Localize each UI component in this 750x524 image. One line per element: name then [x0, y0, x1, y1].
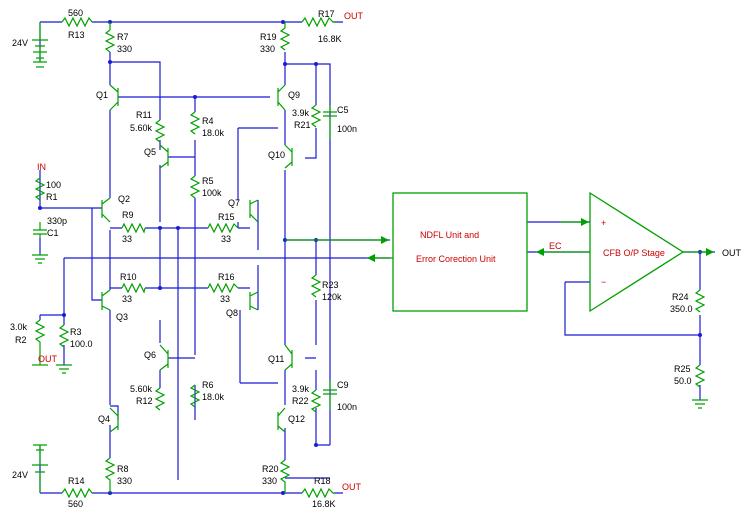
q7-label: Q7 — [228, 198, 240, 208]
minus-label: − — [601, 277, 606, 287]
q5-label: Q5 — [144, 147, 156, 157]
r5-val: 100k — [202, 188, 222, 198]
r3-ref: R3 — [70, 327, 82, 337]
q12-label: Q12 — [288, 414, 305, 424]
r8-val: 330 — [117, 476, 132, 486]
out-r17: OUT — [344, 11, 364, 21]
r22-val: 3.9k — [292, 384, 310, 394]
c1-ref: C1 — [47, 228, 59, 238]
q4-label: Q4 — [98, 414, 110, 424]
r8-ref: R8 — [117, 464, 129, 474]
plus-label: + — [601, 218, 606, 228]
r23-ref: R23 — [322, 280, 339, 290]
q1-label: Q1 — [96, 90, 108, 100]
r13-ref: R13 — [68, 30, 85, 40]
r11-ref: R11 — [136, 110, 152, 120]
out-main: OUT — [722, 248, 742, 258]
junction-dots — [38, 20, 702, 495]
battery-bottom — [32, 444, 48, 493]
r21-ref: R21 — [294, 120, 311, 130]
wires — [39, 21, 715, 494]
r9-ref: R9 — [122, 210, 134, 220]
r12-val: 5.60k — [130, 384, 153, 394]
r20-ref: R20 — [262, 464, 279, 474]
r10-ref: R10 — [120, 272, 137, 282]
out-r18: OUT — [342, 482, 362, 492]
r6-ref: R6 — [202, 380, 214, 390]
r14-val: 560 — [68, 499, 83, 509]
r17-ref: R17 — [318, 9, 335, 19]
q3-label: Q3 — [116, 312, 128, 322]
c5-val: 100n — [337, 124, 357, 134]
c1-val: 330p — [47, 216, 67, 226]
r18-ref: R18 — [314, 476, 331, 486]
r24-val: 350.0 — [670, 304, 693, 314]
r15-val: 33 — [221, 234, 231, 244]
q10-label: Q10 — [268, 150, 285, 160]
r1-ref: R1 — [46, 192, 58, 202]
r2-val: 3.0k — [10, 322, 28, 332]
c9-val: 100n — [337, 402, 357, 412]
r19-ref: R19 — [260, 32, 277, 42]
ndfl-unit-box — [392, 192, 528, 312]
q8-label: Q8 — [226, 308, 238, 318]
q6-label: Q6 — [144, 350, 156, 360]
q11-label: Q11 — [268, 354, 284, 364]
v-bot: 24V — [12, 470, 28, 480]
r13-val: 560 — [68, 8, 83, 18]
ndfl-line1: NDFL Unit and — [420, 230, 479, 240]
battery-top — [32, 22, 48, 68]
r1-val: 100 — [46, 180, 61, 190]
c5-ref: C5 — [337, 105, 349, 115]
r2-ref: R2 — [15, 335, 27, 345]
r20-val: 330 — [262, 476, 277, 486]
r4-val: 18.0k — [202, 128, 225, 138]
r3-val: 100.0 — [70, 339, 93, 349]
r18-val: 16.8K — [312, 499, 336, 509]
r25-ref: R25 — [674, 364, 691, 374]
q9-label: Q9 — [288, 90, 300, 100]
r9-val: 33 — [122, 234, 132, 244]
c9-ref: C9 — [337, 380, 349, 390]
r17-val: 16.8K — [318, 34, 342, 44]
r4-ref: R4 — [202, 116, 214, 126]
v-top: 24V — [12, 38, 28, 48]
r22-ref: R22 — [292, 396, 309, 406]
r12-ref: R12 — [136, 396, 153, 406]
cfb-label: CFB O/P Stage — [603, 248, 665, 258]
q2-label: Q2 — [118, 194, 130, 204]
r7-ref: R7 — [117, 32, 129, 42]
r5-ref: R5 — [202, 176, 214, 186]
r15-ref: R15 — [218, 212, 235, 222]
r24-ref: R24 — [672, 292, 689, 302]
r14-ref: R14 — [68, 476, 85, 486]
labels: 560 R13 24V R17 OUT 16.8K R7 330 R19 330… — [10, 8, 742, 509]
r16-ref: R16 — [218, 272, 235, 282]
out-r2: OUT — [38, 354, 58, 364]
ndfl-line2: Error Corection Unit — [416, 254, 496, 264]
in-label: IN — [37, 162, 46, 172]
r21-val: 3.9k — [292, 108, 310, 118]
r10-val: 33 — [122, 294, 132, 304]
ec-label: EC — [549, 241, 562, 251]
r7-val: 330 — [117, 44, 132, 54]
r16-val: 33 — [220, 294, 230, 304]
r11-val: 5.60k — [130, 123, 153, 133]
r6-val: 18.0k — [202, 392, 225, 402]
r25-val: 50.0 — [674, 376, 692, 386]
r23-val: 120k — [322, 292, 342, 302]
r19-val: 330 — [260, 44, 275, 54]
components — [32, 16, 714, 499]
